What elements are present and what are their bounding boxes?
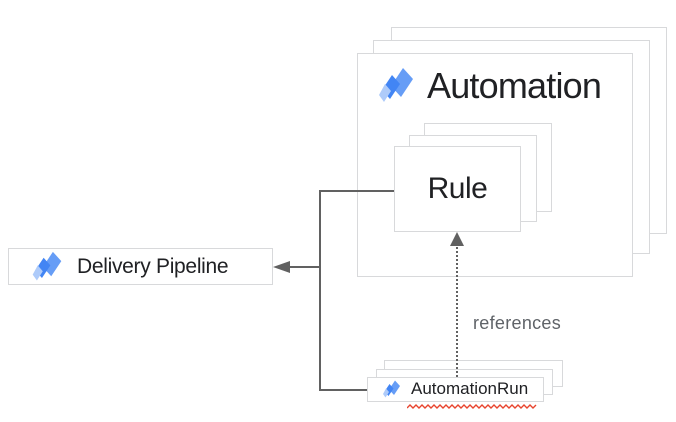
arrowhead-up-icon <box>450 232 464 246</box>
rule-node: Rule <box>394 146 521 232</box>
cloud-deploy-icon <box>381 380 402 399</box>
cloud-deploy-icon <box>378 67 414 105</box>
edge-to-pipeline-line <box>289 266 321 268</box>
cloud-deploy-icon <box>30 251 64 283</box>
automation-run-label: AutomationRun <box>411 378 529 398</box>
rule-label: Rule <box>427 172 488 205</box>
delivery-pipeline-node: Delivery Pipeline <box>8 248 273 285</box>
edge-trunk-vertical-line <box>319 190 321 391</box>
automation-header: Automation <box>378 64 602 108</box>
edge-to-rule-line <box>319 190 394 192</box>
arrowhead-left-icon <box>273 261 290 273</box>
edge-references-dotted-line <box>456 247 458 377</box>
spellcheck-squiggle-icon <box>406 397 537 409</box>
references-label: references <box>473 313 562 333</box>
edge-to-automation-run-line <box>319 389 367 391</box>
delivery-pipeline-label: Delivery Pipeline <box>77 254 229 278</box>
automation-run-node: AutomationRun <box>367 377 544 409</box>
automation-label: Automation <box>427 65 602 106</box>
